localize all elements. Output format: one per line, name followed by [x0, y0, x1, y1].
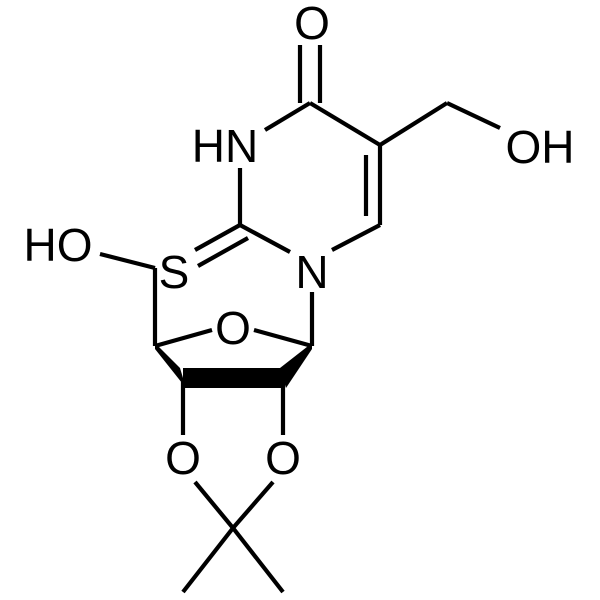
bond-c2-s-1 [193, 223, 242, 252]
atom-label-thio-sulfur: S [159, 246, 190, 298]
atom-label-ring-nitrogen: N [295, 246, 328, 298]
wedge-bonds [155, 343, 312, 388]
wedge-c3prime-c2prime [183, 368, 283, 388]
atom-label-ring-nh: HN [192, 120, 258, 172]
bond-c2-s-2 [196, 236, 250, 268]
atom-label-hydroxyl-ho: HO [24, 219, 93, 271]
bond-c1prime-oring [253, 327, 313, 349]
bond-oright-cq [231, 480, 275, 530]
bond-c4-nh [263, 101, 312, 132]
wedge-c1prime-c2prime [280, 343, 312, 388]
atom-labels: O HN OH S N HO O O O [24, 0, 575, 484]
atom-label-hydroxymethyl-oh: OH [506, 121, 575, 173]
bond-cq-methyl-right [231, 526, 285, 594]
wedge-c4prime-c3prime [155, 343, 186, 388]
atom-label-ribose-oxygen: O [215, 302, 251, 354]
bond-c5-ch2 [378, 101, 449, 147]
atom-label-dioxolane-oxygen-right: O [265, 432, 301, 484]
bond-oleft-cq [193, 480, 235, 530]
bond-c4prime-oring [154, 327, 213, 349]
atom-label-carbonyl-oxygen: O [294, 0, 330, 49]
bond-choh-ho [99, 251, 156, 271]
bond-c6-n1 [331, 223, 381, 252]
bond-c4-c5 [308, 101, 382, 147]
bonds [99, 45, 501, 594]
bond-c2-n1 [239, 223, 291, 254]
atom-label-dioxolane-oxygen-left: O [165, 432, 201, 484]
bond-cq-methyl-left [181, 526, 235, 594]
bond-ch2-oh [446, 101, 501, 130]
